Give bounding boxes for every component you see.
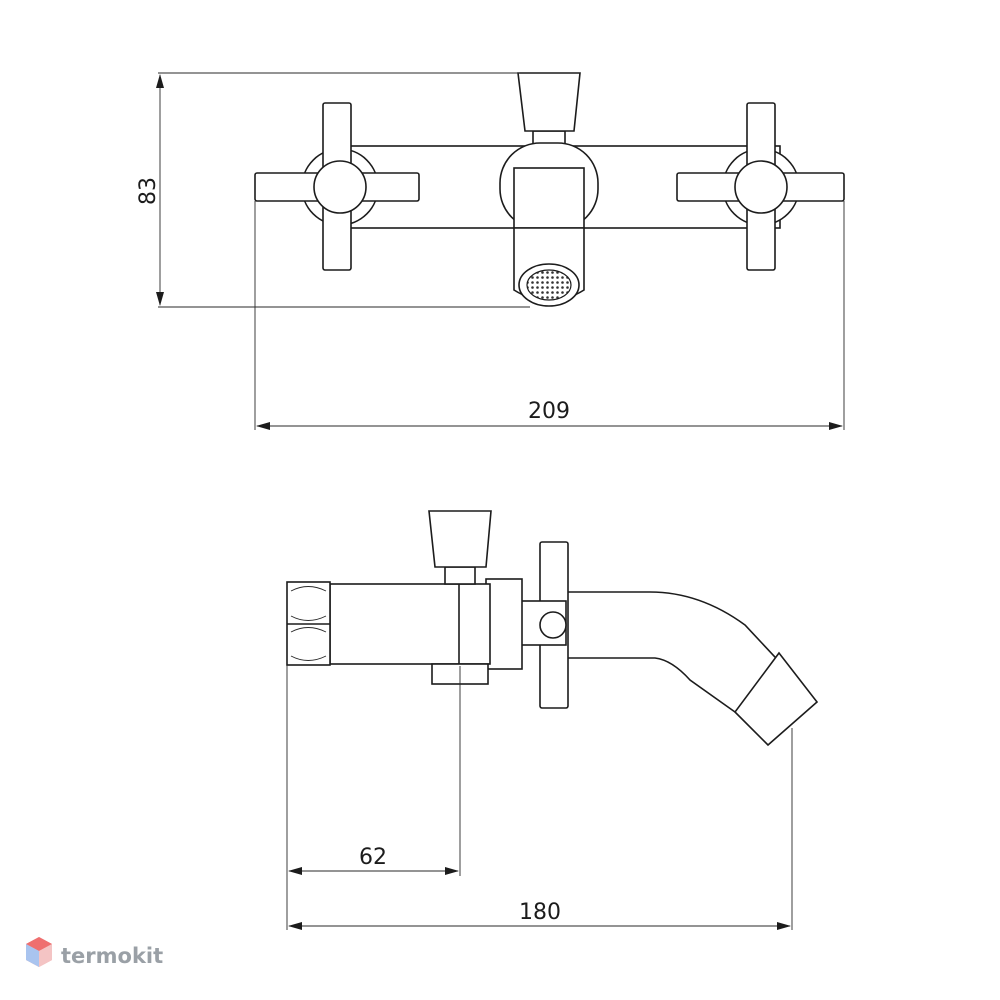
height-dimension-label: 83: [136, 177, 161, 205]
right-cross-handle: [676, 102, 845, 271]
termokit-watermark: termokit: [26, 937, 163, 968]
projection-dimension-label: 180: [519, 900, 561, 925]
width-dimension-label: 209: [528, 399, 570, 424]
inlet-hex-nut: [286, 581, 331, 666]
side-collar: [485, 578, 523, 670]
projection-dimension: 180: [288, 728, 793, 930]
side-view: 62 180: [286, 510, 819, 930]
left-cross-handle: [254, 102, 420, 271]
watermark-brand: termokit: [61, 944, 163, 968]
cube-logo-icon: [26, 937, 52, 967]
front-view: 83 209: [136, 72, 845, 430]
height-dimension: 83: [136, 72, 530, 308]
side-diverter-knob: [428, 510, 492, 585]
side-spout-pipe: [566, 591, 819, 747]
side-main-body: [329, 583, 491, 685]
front-spout: [499, 142, 599, 307]
width-dimension: 209: [254, 201, 845, 430]
inlet-dimension: 62: [286, 665, 461, 930]
aerator-mesh: [526, 269, 572, 301]
inlet-dimension-label: 62: [359, 845, 387, 870]
diverter-knob: [517, 72, 581, 148]
side-cross-handle: [517, 541, 569, 709]
